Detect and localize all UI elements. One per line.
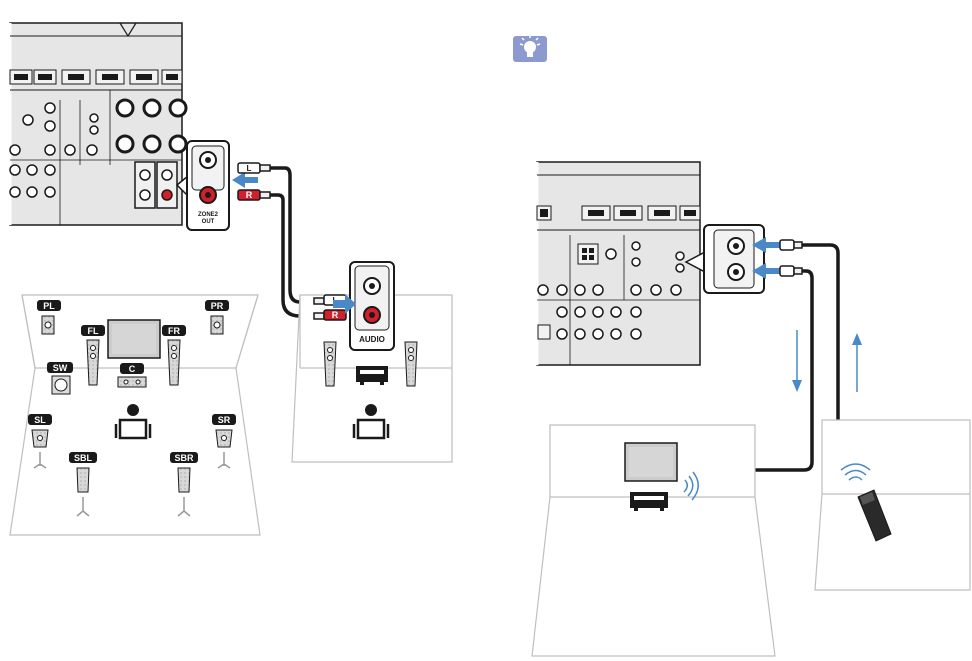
receiver-rear-panel-left: [10, 23, 186, 225]
light-bulb-icon: [513, 35, 547, 62]
plug-r-label: R: [246, 190, 253, 200]
zone2-speaker-right: [405, 342, 417, 386]
amplifier-audio-input: AUDIO: [350, 262, 394, 350]
audio-label: AUDIO: [359, 335, 385, 344]
speaker-fl-label: FL: [88, 326, 99, 336]
speaker-sr-label: SR: [218, 415, 231, 425]
zone2-speaker-left: [324, 342, 336, 386]
zone2-out-callout: ZONE2 OUT: [177, 141, 229, 230]
insert-arrow-left: [232, 172, 258, 188]
speaker-sw-label: SW: [53, 363, 68, 373]
hdmi-port-row: [10, 70, 182, 84]
out-label: OUT: [202, 219, 215, 225]
remote-room: [815, 420, 970, 590]
speaker-layout-room: PL PR FL FR C: [10, 295, 260, 535]
signal-direction-arrows: [792, 330, 862, 392]
audio-plug-r-label: R: [332, 310, 339, 320]
zone2-label: ZONE2: [198, 212, 219, 218]
equipment-room: [532, 425, 775, 656]
plug-l-label: L: [247, 164, 252, 173]
speaker-pl-label: PL: [43, 301, 55, 311]
speaker-sbr-label: SBR: [174, 453, 194, 463]
speaker-sl-label: SL: [34, 415, 46, 425]
speaker-pr-label: PR: [211, 301, 224, 311]
speaker-sbl-label: SBL: [74, 453, 93, 463]
tv-icon: [108, 320, 160, 358]
speaker-c-label: C: [129, 364, 136, 374]
audio-cable: [270, 168, 320, 302]
zone2-room: AUDIO L R: [292, 262, 452, 462]
tv-icon-right: [625, 443, 677, 481]
mini-plug-pair: [780, 240, 802, 276]
speaker-fr-label: FR: [168, 326, 180, 336]
receiver-rear-panel-right: [537, 162, 700, 365]
remote-in-cable: [802, 245, 838, 450]
